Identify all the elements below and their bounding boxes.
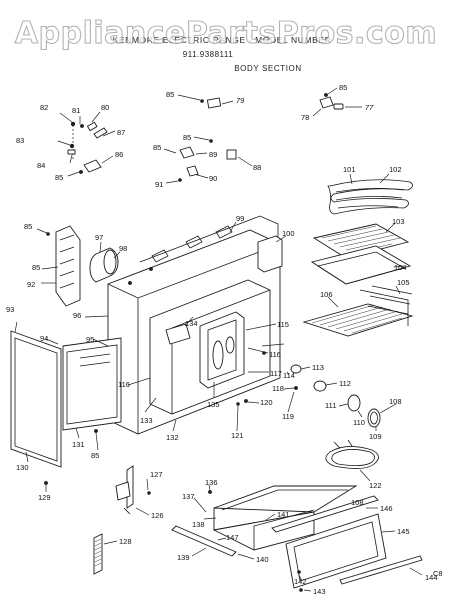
broil-element: [327, 173, 413, 215]
part-label: 128: [119, 537, 132, 546]
part-label: 103: [392, 217, 405, 226]
part-label: 85: [24, 222, 32, 231]
part-label: 95: [86, 335, 94, 344]
part-label: 127: [150, 470, 163, 479]
part-label: 140: [256, 555, 269, 564]
storage-drawer: [171, 484, 358, 560]
part-label: 121: [231, 431, 244, 440]
part-label: 113: [312, 363, 324, 372]
part-label: 135: [207, 400, 220, 409]
oven-rack: [302, 285, 414, 337]
part-label: 85: [91, 451, 99, 460]
part-label: 85: [55, 173, 63, 182]
oven-interior-parts: [127, 311, 285, 432]
right-hardware-group: [236, 364, 397, 432]
part-label: 139: [177, 553, 190, 562]
header-title: KENMORE ELECTRIC RANGE - MODEL NUMBER: [113, 35, 332, 45]
part-label: 144: [425, 573, 438, 582]
part-label: 88: [253, 163, 261, 172]
top-right-hardware-group: [312, 87, 362, 117]
part-label: 101: [343, 165, 356, 174]
part-label: 115: [277, 320, 289, 329]
part-label: 126: [151, 511, 164, 520]
part-label: 86: [115, 150, 123, 159]
part-label: 137: [182, 492, 195, 501]
header-model-number: 911.9388111: [183, 50, 233, 59]
part-label: 119: [282, 412, 294, 421]
part-label: 99: [236, 214, 244, 223]
part-label: 109: [369, 432, 382, 441]
part-label: 117: [270, 369, 282, 378]
part-label: 102: [389, 165, 402, 174]
part-label: 106: [320, 290, 333, 299]
part-label: 96: [73, 311, 81, 320]
part-label: 87: [117, 128, 125, 137]
part-label: 105: [397, 278, 410, 287]
part-label: 146: [380, 504, 393, 513]
part-label: 93: [6, 305, 14, 314]
part-label: 83: [16, 136, 24, 145]
part-label: 110: [353, 418, 365, 427]
top-center-hardware-group: [163, 94, 253, 184]
part-label: 91: [155, 180, 163, 189]
part-label: 97: [95, 233, 103, 242]
part-label: 108: [389, 397, 402, 406]
part-label: 85: [153, 143, 161, 152]
watermark-logo: AppliancePartsPros.com: [15, 16, 437, 51]
part-label: 142: [294, 577, 307, 586]
side-panel-bracket: [36, 225, 121, 307]
part-label: 85: [339, 83, 347, 92]
part-label: 98: [119, 244, 127, 253]
part-label: 85: [32, 263, 40, 272]
part-label: 114: [283, 371, 295, 380]
part-label: 122: [369, 481, 382, 490]
part-label: 131: [72, 440, 85, 449]
part-label: 116: [269, 350, 281, 359]
part-label: 118: [272, 384, 284, 393]
part-label: 116: [118, 380, 130, 389]
part-label: 100: [282, 229, 295, 238]
part-label: 81: [72, 106, 80, 115]
part-label: 120: [260, 398, 273, 407]
part-label: 78: [301, 113, 309, 122]
part-number-labels: 85 79 85 77 78 82 81 80 87 83 84 86 85 8…: [6, 83, 438, 596]
part-label: 136: [205, 478, 218, 487]
part-label: 85: [166, 90, 174, 99]
part-label: 111: [325, 401, 336, 410]
part-label: 129: [38, 493, 51, 502]
part-label: 141: [277, 510, 290, 519]
part-label: 90: [209, 174, 217, 183]
part-label: 89: [209, 150, 217, 159]
section-title: BODY SECTION: [234, 64, 302, 73]
part-label: 92: [27, 280, 35, 289]
drawer-front-panel: [271, 495, 423, 592]
part-label: 94: [40, 334, 48, 343]
range-cabinet-body: [107, 215, 287, 435]
part-label: 112: [339, 379, 351, 388]
broiler-pan: [310, 222, 412, 285]
part-label: 80: [101, 103, 109, 112]
part-label: 143: [313, 587, 326, 596]
part-label: 134: [185, 319, 198, 328]
part-label: 77: [365, 103, 374, 112]
corner-code: C8: [433, 569, 443, 578]
part-label: 82: [40, 103, 48, 112]
part-label: 132: [166, 433, 179, 442]
part-label: 138: [192, 520, 205, 529]
part-label: 84: [37, 161, 45, 170]
part-label: 133: [140, 416, 153, 425]
part-label: 79: [236, 96, 245, 105]
part-label: 85: [183, 133, 191, 142]
part-label: 104: [394, 263, 407, 272]
oven-door-assembly: [10, 315, 122, 492]
part-label: 145: [397, 527, 410, 536]
part-label: 108: [351, 498, 364, 507]
part-label: 147: [226, 533, 239, 542]
top-left-hardware-group: [57, 111, 116, 177]
bake-element: [325, 439, 379, 482]
part-label: 130: [16, 463, 29, 472]
bottom-left-parts: [93, 465, 151, 575]
